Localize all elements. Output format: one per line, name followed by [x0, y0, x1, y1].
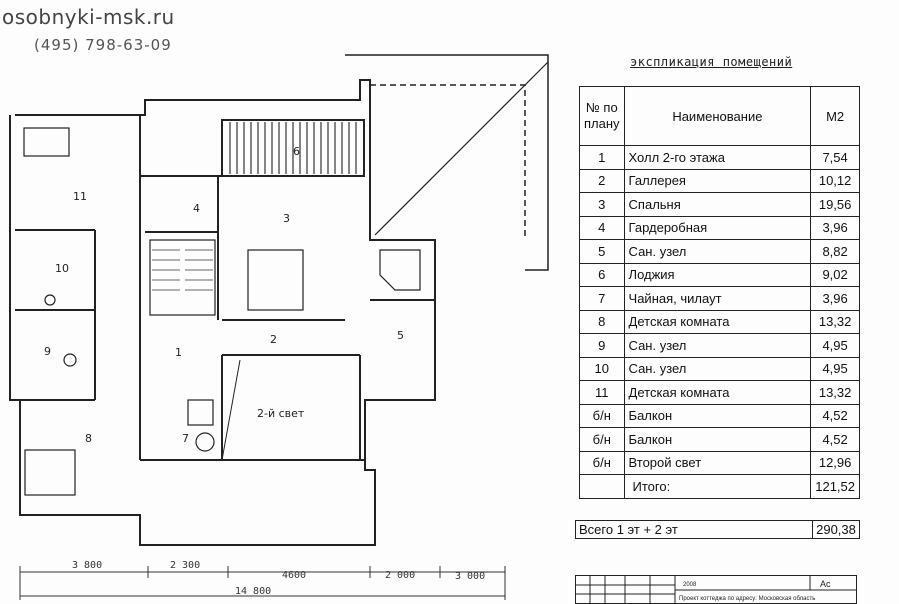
room-label: 8: [85, 432, 92, 445]
row-num: 7: [579, 286, 625, 311]
phone-number: (495) 798-63-09: [34, 36, 172, 54]
row-area: 9,02: [810, 262, 860, 287]
row-name: Сан. узел: [623, 333, 812, 358]
room-label: 10: [55, 262, 69, 275]
site-watermark: osobnyki-msk.ru: [2, 5, 175, 29]
total-label: Итого:: [623, 474, 812, 499]
grand-total-row: Всего 1 эт + 2 эт 290,38: [575, 520, 860, 539]
room-label: 9: [44, 345, 51, 358]
column-header-name: Наименование: [623, 86, 812, 146]
row-name: Галлерея: [623, 168, 812, 193]
row-num: 9: [579, 333, 625, 358]
row-num: 8: [579, 309, 625, 334]
room-label: 5: [397, 329, 404, 342]
total-row: Итого:121,52: [579, 474, 860, 499]
dimension-label: 2 300: [170, 560, 200, 571]
row-area: 7,54: [810, 145, 860, 170]
total-dimension-label: 14 800: [235, 586, 271, 597]
row-area: 3,96: [810, 286, 860, 311]
grand-total-table: Всего 1 эт + 2 эт 290,38: [575, 520, 860, 539]
dimension-label: 3 000: [455, 571, 485, 582]
room-label: 4: [193, 202, 200, 215]
room-label: 2: [270, 333, 277, 346]
dimension-label: 4600: [282, 570, 306, 581]
room-label: 1: [175, 346, 182, 359]
row-name: Спальня: [623, 192, 812, 217]
row-area: 12,96: [810, 450, 860, 475]
row-name: Балкон: [623, 427, 812, 452]
row-num: 3: [579, 192, 625, 217]
dimension-label: 2 000: [385, 570, 415, 581]
row-area: 4,52: [810, 427, 860, 452]
row-name: Лоджия: [623, 262, 812, 287]
row-num: 1: [579, 145, 625, 170]
row-num: 2: [579, 168, 625, 193]
grand-total-area: 290,38: [812, 520, 860, 539]
row-area: 8,82: [810, 239, 860, 264]
row-area: 4,52: [810, 403, 860, 428]
grand-total-label: Всего 1 эт + 2 эт: [575, 520, 813, 539]
room-label: 3: [283, 212, 290, 225]
row-area: 13,32: [810, 380, 860, 405]
row-name: Сан. узел: [623, 239, 812, 264]
row-name: Гардеробная: [623, 215, 812, 240]
row-num: б/н: [579, 450, 625, 475]
column-header-area: М2: [810, 86, 860, 146]
row-num: 5: [579, 239, 625, 264]
row-name: Балкон: [623, 403, 812, 428]
room-label: 7: [182, 432, 189, 445]
dimension-label: 3 800: [72, 560, 102, 571]
row-num: б/н: [579, 403, 625, 428]
title-block-stamp: 2008 Ас Проект коттеджа по адресу: Моско…: [575, 575, 857, 604]
floor-plan-drawing: 1 2 3 4 5 6 7 8 9 10 11 2-й свет 3 800 2…: [9, 54, 549, 600]
row-name: Сан. узел: [623, 356, 812, 381]
row-name: Детская комната: [623, 380, 812, 405]
room-label: 6: [293, 145, 300, 158]
explication-title: экспликация помещений: [630, 55, 793, 69]
total-area: 121,52: [810, 474, 860, 499]
second-light-label: 2-й свет: [257, 407, 305, 420]
row-name: Второй свет: [623, 450, 812, 475]
row-name: Детская комната: [623, 309, 812, 334]
row-num: 4: [579, 215, 625, 240]
row-area: 4,95: [810, 333, 860, 358]
stamp-year: 2008: [683, 582, 697, 588]
row-area: 13,32: [810, 309, 860, 334]
room-label: 11: [73, 190, 87, 203]
row-name: Чайная, чилаут: [623, 286, 812, 311]
stamp-project: Проект коттеджа по адресу: Московская об…: [679, 596, 815, 602]
column-header-num: № по плану: [579, 86, 625, 146]
row-num: б/н: [579, 427, 625, 452]
row-area: 4,95: [810, 356, 860, 381]
row-num: 11: [579, 380, 625, 405]
stamp-code: Ас: [820, 579, 831, 589]
row-area: 3,96: [810, 215, 860, 240]
row-num: 10: [579, 356, 625, 381]
row-name: Холл 2-го этажа: [623, 145, 812, 170]
row-area: 19,56: [810, 192, 860, 217]
row-num: 6: [579, 262, 625, 287]
row-area: 10,12: [810, 168, 860, 193]
table-header-row: № по плану Наименование М2: [579, 86, 860, 146]
